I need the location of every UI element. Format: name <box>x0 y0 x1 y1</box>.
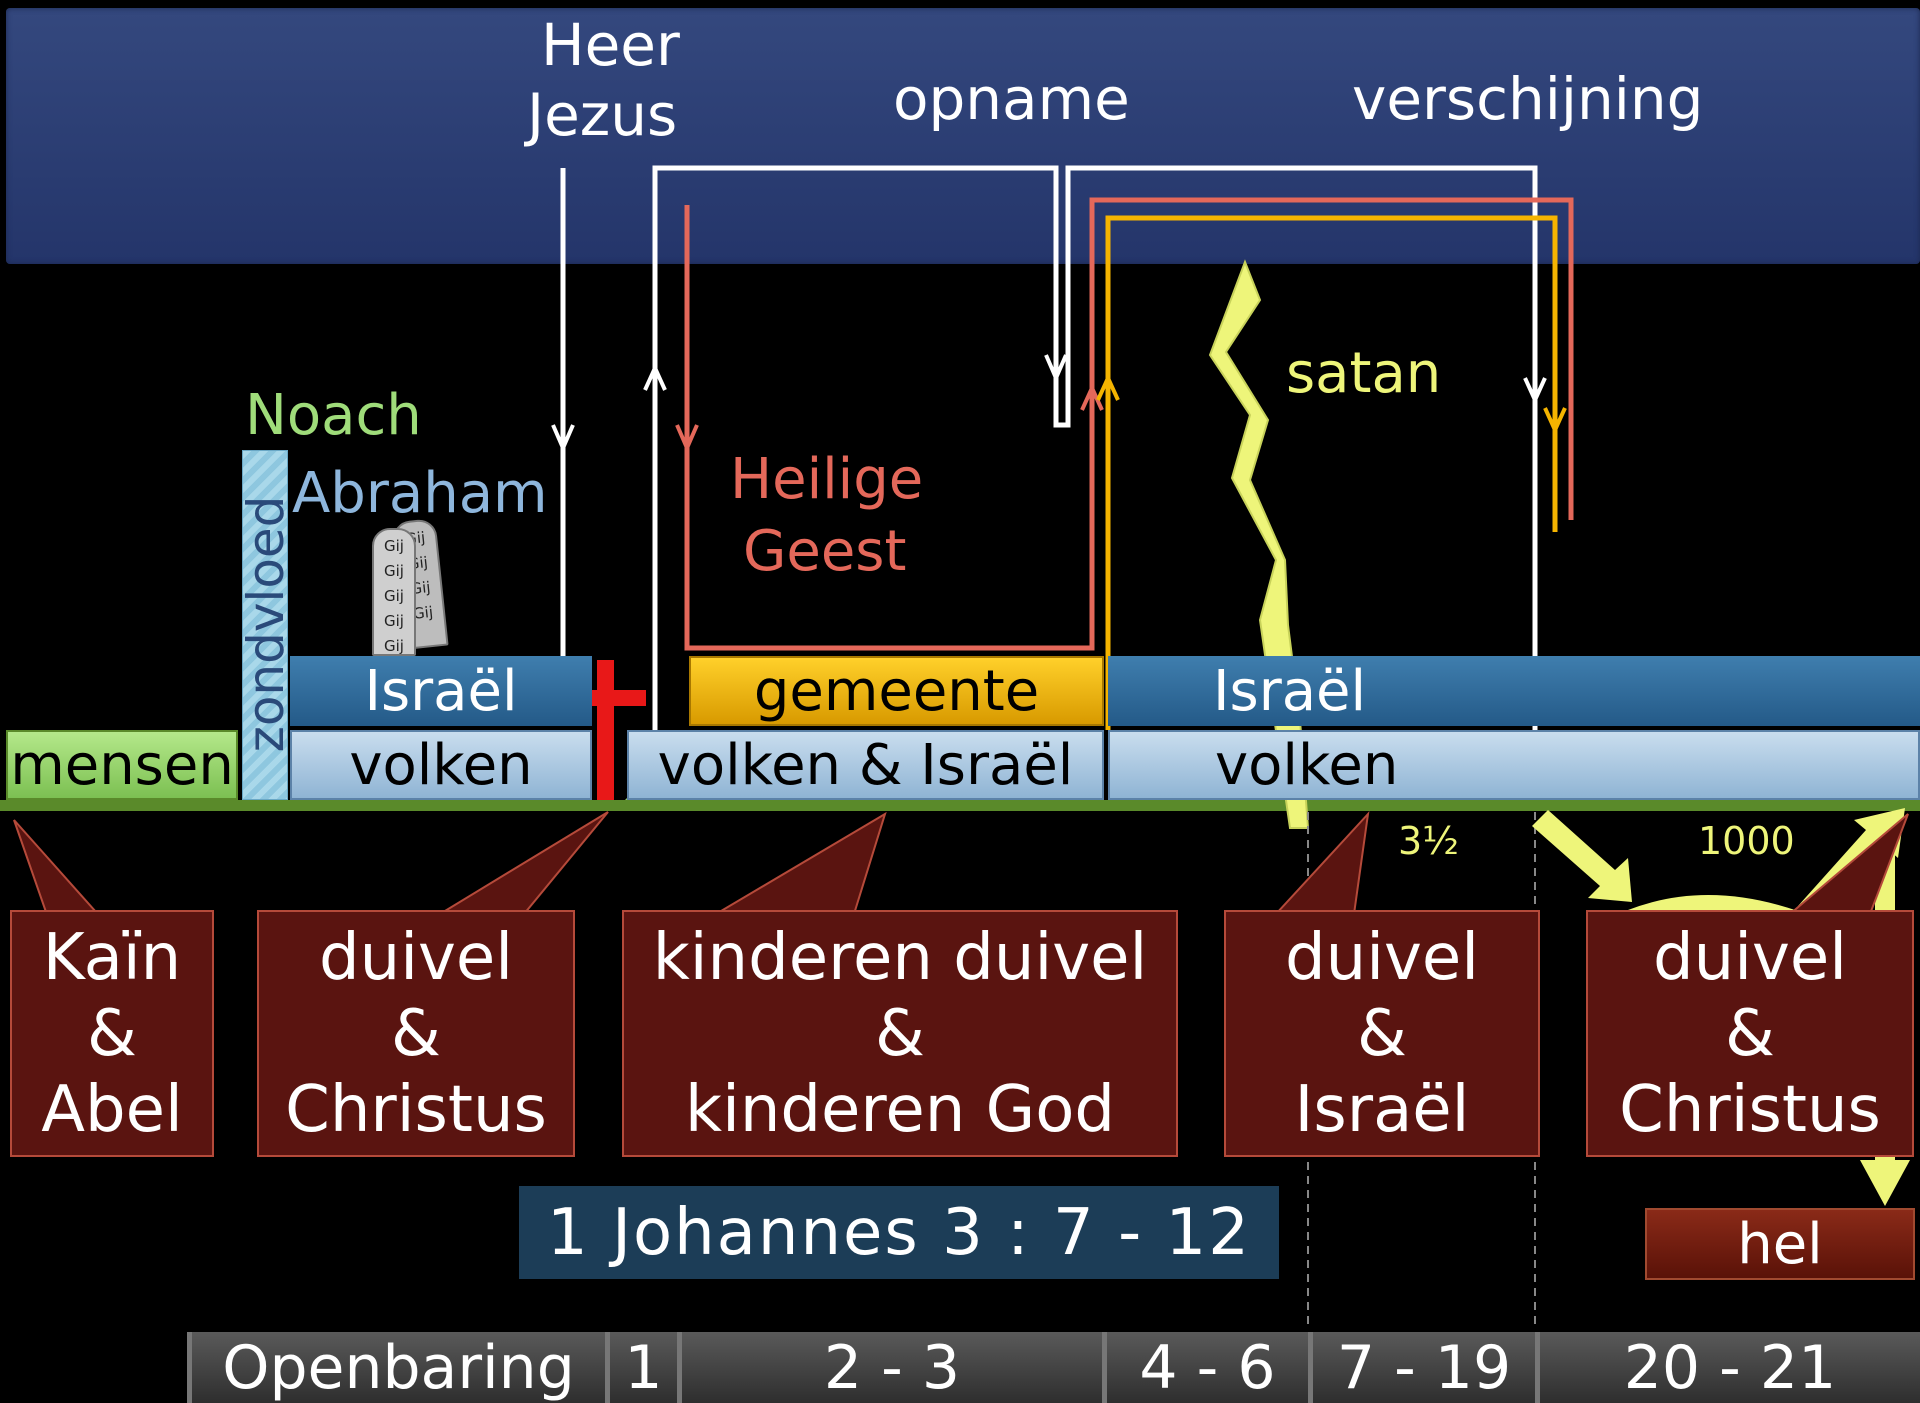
zondvloed-bar: zondvloed <box>237 450 295 800</box>
volken-bar-2: volken <box>1108 730 1920 800</box>
geest-label: Geest <box>743 519 907 584</box>
gemeente-bar: gemeente <box>689 656 1104 726</box>
spirit-down-arrowhead <box>675 424 699 454</box>
mensen-bar: mensen <box>6 730 238 800</box>
ascension-return-line <box>652 165 1538 770</box>
volken-israel-bar: volken & Israël <box>627 730 1104 800</box>
openbaring-chapter-2-3: 2 - 3 <box>677 1332 1102 1403</box>
openbaring-chapter-20-21: 20 - 21 <box>1535 1332 1920 1403</box>
opname-label: opname <box>893 65 1130 133</box>
gemeente-line <box>1105 215 1558 730</box>
bubble-kinderen: kinderen duivel&kinderen God <box>622 910 1178 1157</box>
spirit-up-arrowhead <box>1080 383 1104 411</box>
satan-label: satan <box>1286 341 1442 406</box>
three-half-label: 3½ <box>1398 819 1460 863</box>
thousand-label: 1000 <box>1698 819 1795 863</box>
ground-line <box>0 800 1920 811</box>
abraham-label: Abraham <box>292 461 548 526</box>
bubble-tail-1 <box>13 819 99 913</box>
israel-bar-2: Israël <box>1108 656 1920 726</box>
heer-label: Heer <box>541 11 680 79</box>
heaven-band <box>6 8 1920 264</box>
bubble-kain-abel: Kaïn&Abel <box>10 910 214 1157</box>
hel-box: hel <box>1645 1208 1915 1280</box>
openbaring-chapter-4-6: 4 - 6 <box>1102 1332 1308 1403</box>
opname-arrowhead <box>1044 354 1068 384</box>
to-millennium-arrow-icon <box>1532 810 1632 902</box>
gemeente-up-arrowhead <box>1096 373 1120 401</box>
bubble-tail-3 <box>712 811 887 915</box>
jezus-label: Jezus <box>527 81 678 149</box>
bubble-duivel-israel: duivel&Israël <box>1224 910 1540 1157</box>
bubble-tail-2 <box>436 811 609 915</box>
noach-label: Noach <box>245 383 422 448</box>
gemeente-down-arrowhead <box>1543 407 1567 435</box>
descent-arrowhead <box>551 424 575 454</box>
bubble-tail-5 <box>1787 813 1909 915</box>
bible-reference: 1 Johannes 3 : 7 - 12 <box>519 1186 1279 1279</box>
millennium-arc <box>1628 895 1795 910</box>
bubble-duivel-christus-1: duivel&Christus <box>257 910 575 1157</box>
bubble-duivel-christus-2: duivel&Christus <box>1586 910 1914 1157</box>
openbaring-chapter-1: 1 <box>605 1332 677 1403</box>
verschijning-label: verschijning <box>1352 65 1704 133</box>
volken-bar-1: volken <box>290 730 592 800</box>
ascension-arrowhead <box>643 363 667 391</box>
heilige-label: Heilige <box>730 447 924 512</box>
openbaring-label: Openbaring <box>187 1332 605 1403</box>
heilige-geest-line <box>684 197 1574 651</box>
verschijning-arrowhead <box>1523 377 1547 405</box>
israel-bar-1: Israël <box>290 656 592 726</box>
bubble-tail-4 <box>1273 810 1370 915</box>
openbaring-chapter-7-19: 7 - 19 <box>1308 1332 1535 1403</box>
